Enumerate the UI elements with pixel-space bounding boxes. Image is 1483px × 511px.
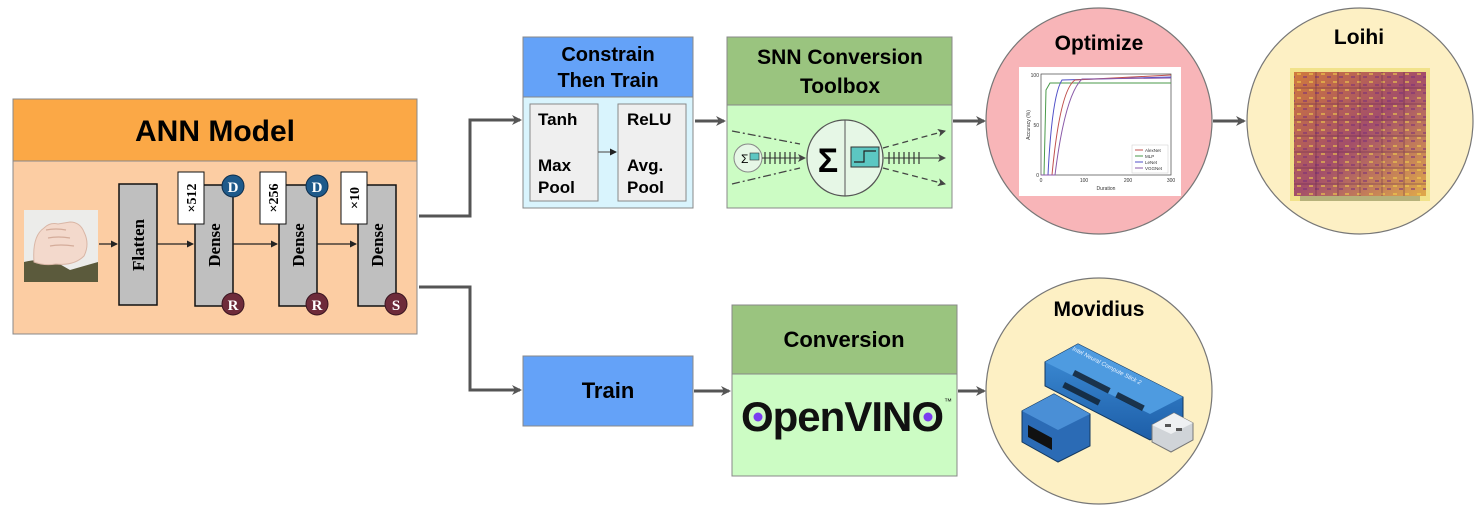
hand-gesture-image (24, 210, 98, 282)
dropout-badge-1 (221, 174, 245, 198)
plot-xlabel: Duration (1097, 186, 1116, 192)
constrain-title-line2: Then Train (557, 70, 658, 92)
relu-badge-1-letter: R (228, 298, 239, 314)
legend-alexnet: AlexNet (1145, 148, 1162, 153)
avgpool-label-line2: Pool (627, 178, 664, 197)
legend-vggnet: VGGNet (1145, 166, 1163, 171)
constrain-title-line1: Constrain (561, 44, 654, 66)
legend-lenet: LeNet (1145, 160, 1158, 165)
plot-ytick-100: 100 (1031, 73, 1040, 79)
tanh-maxpool-box (529, 103, 599, 202)
maxpool-label-line2: Pool (538, 178, 575, 197)
relu-avgpool-box (617, 103, 687, 202)
plot-xtick-300: 300 (1167, 178, 1176, 184)
dense-layer-3-multiplier: ×10 (348, 187, 363, 209)
flatten-label: Flatten (129, 218, 148, 270)
small-sum-icon: Σ (741, 152, 748, 166)
dense-layer-1-label: Dense (205, 223, 224, 267)
loihi-title: Loihi (1334, 26, 1384, 49)
train-label: Train (582, 378, 635, 403)
conversion-block: Conversion OpenVINO ™ (731, 304, 958, 477)
accuracy-plot: Accuracy (%) Duration 100 50 0 0 100 200… (1019, 67, 1181, 196)
tanh-label: Tanh (538, 110, 577, 129)
neural-compute-stick-image: Intel Neural Compute Stick 2 (1021, 343, 1194, 463)
loihi-chip-image (1290, 68, 1430, 201)
snn-title-line2: Toolbox (800, 75, 880, 98)
openvino-logo: OpenVINO ™ (741, 393, 952, 440)
dense-layer-2-multiplier: ×256 (267, 184, 282, 213)
constrain-then-train-block: Constrain Then Train Tanh Max Pool ReLU … (522, 36, 694, 209)
plot-xtick-100: 100 (1080, 178, 1089, 184)
step-function-icon (850, 146, 880, 168)
curve-vggnet (1041, 77, 1172, 176)
dropout-badge-2 (305, 174, 329, 198)
openvino-o-accent-left (753, 412, 763, 422)
dense-layer-2-label: Dense (289, 223, 308, 267)
train-box (522, 355, 694, 427)
conversion-body (731, 373, 958, 477)
plot-xtick-0: 0 (1040, 178, 1043, 184)
connectors (419, 115, 1246, 396)
dropout-badge-2-letter: D (312, 180, 323, 196)
sum-icon: Σ (818, 142, 838, 180)
movidius-title: Movidius (1053, 298, 1144, 321)
loihi-block: Loihi (1246, 7, 1474, 235)
plot-ylabel: Accuracy (%) (1026, 110, 1032, 140)
arrow-ann-to-train (419, 285, 522, 395)
ann-model-header (12, 98, 418, 162)
relu-badge-2-letter: R (312, 298, 323, 314)
dense-layer-2-multiplier-box (259, 171, 287, 225)
optimize-title: Optimize (1055, 32, 1144, 55)
snn-title-line1: SNN Conversion (757, 46, 923, 69)
relu-badge-1 (221, 292, 245, 316)
curve-lenet (1041, 76, 1172, 176)
snn-toolbox-block: SNN Conversion Toolbox Σ Σ (726, 36, 953, 209)
maxpool-label-line1: Max (538, 156, 572, 175)
openvino-logo-text: OpenVINO (741, 393, 943, 440)
conversion-title: Conversion (783, 327, 904, 352)
plot-ytick-50: 50 (1033, 123, 1039, 129)
movidius-block: Movidius Intel Neural Compute Stick 2 (985, 277, 1213, 505)
snn-header (726, 36, 953, 106)
ann-model-block: ANN Model Flatten Dense ×512 D R Dense ×… (12, 98, 418, 335)
softmax-badge (384, 292, 408, 316)
ann-model-title: ANN Model (135, 115, 295, 148)
relu-badge-2 (305, 292, 329, 316)
constrain-header (522, 36, 694, 98)
train-block: Train (522, 355, 694, 427)
optimize-block: Optimize Accuracy (%) Duration 100 50 0 … (985, 7, 1213, 235)
conversion-header (731, 304, 958, 375)
dense-layer-3-label: Dense (368, 223, 387, 267)
dropout-badge-1-letter: D (228, 180, 239, 196)
relu-label: ReLU (627, 110, 671, 129)
avgpool-label-line1: Avg. (627, 156, 663, 175)
dense-layer-1-multiplier: ×512 (185, 184, 200, 213)
openvino-o-accent-right (923, 412, 933, 422)
legend-mlp: MLP (1145, 154, 1154, 159)
dense-layer-1-multiplier-box (177, 171, 205, 225)
openvino-trademark: ™ (944, 397, 952, 406)
arrow-ann-to-constrain (419, 115, 522, 218)
curve-alexnet (1041, 74, 1172, 176)
plot-xtick-200: 200 (1124, 178, 1133, 184)
softmax-badge-letter: S (392, 298, 400, 314)
spiking-neuron-illustration: Σ Σ (731, 119, 946, 197)
dense-layer-3-multiplier-box (340, 171, 368, 225)
plot-ytick-0: 0 (1036, 173, 1039, 179)
